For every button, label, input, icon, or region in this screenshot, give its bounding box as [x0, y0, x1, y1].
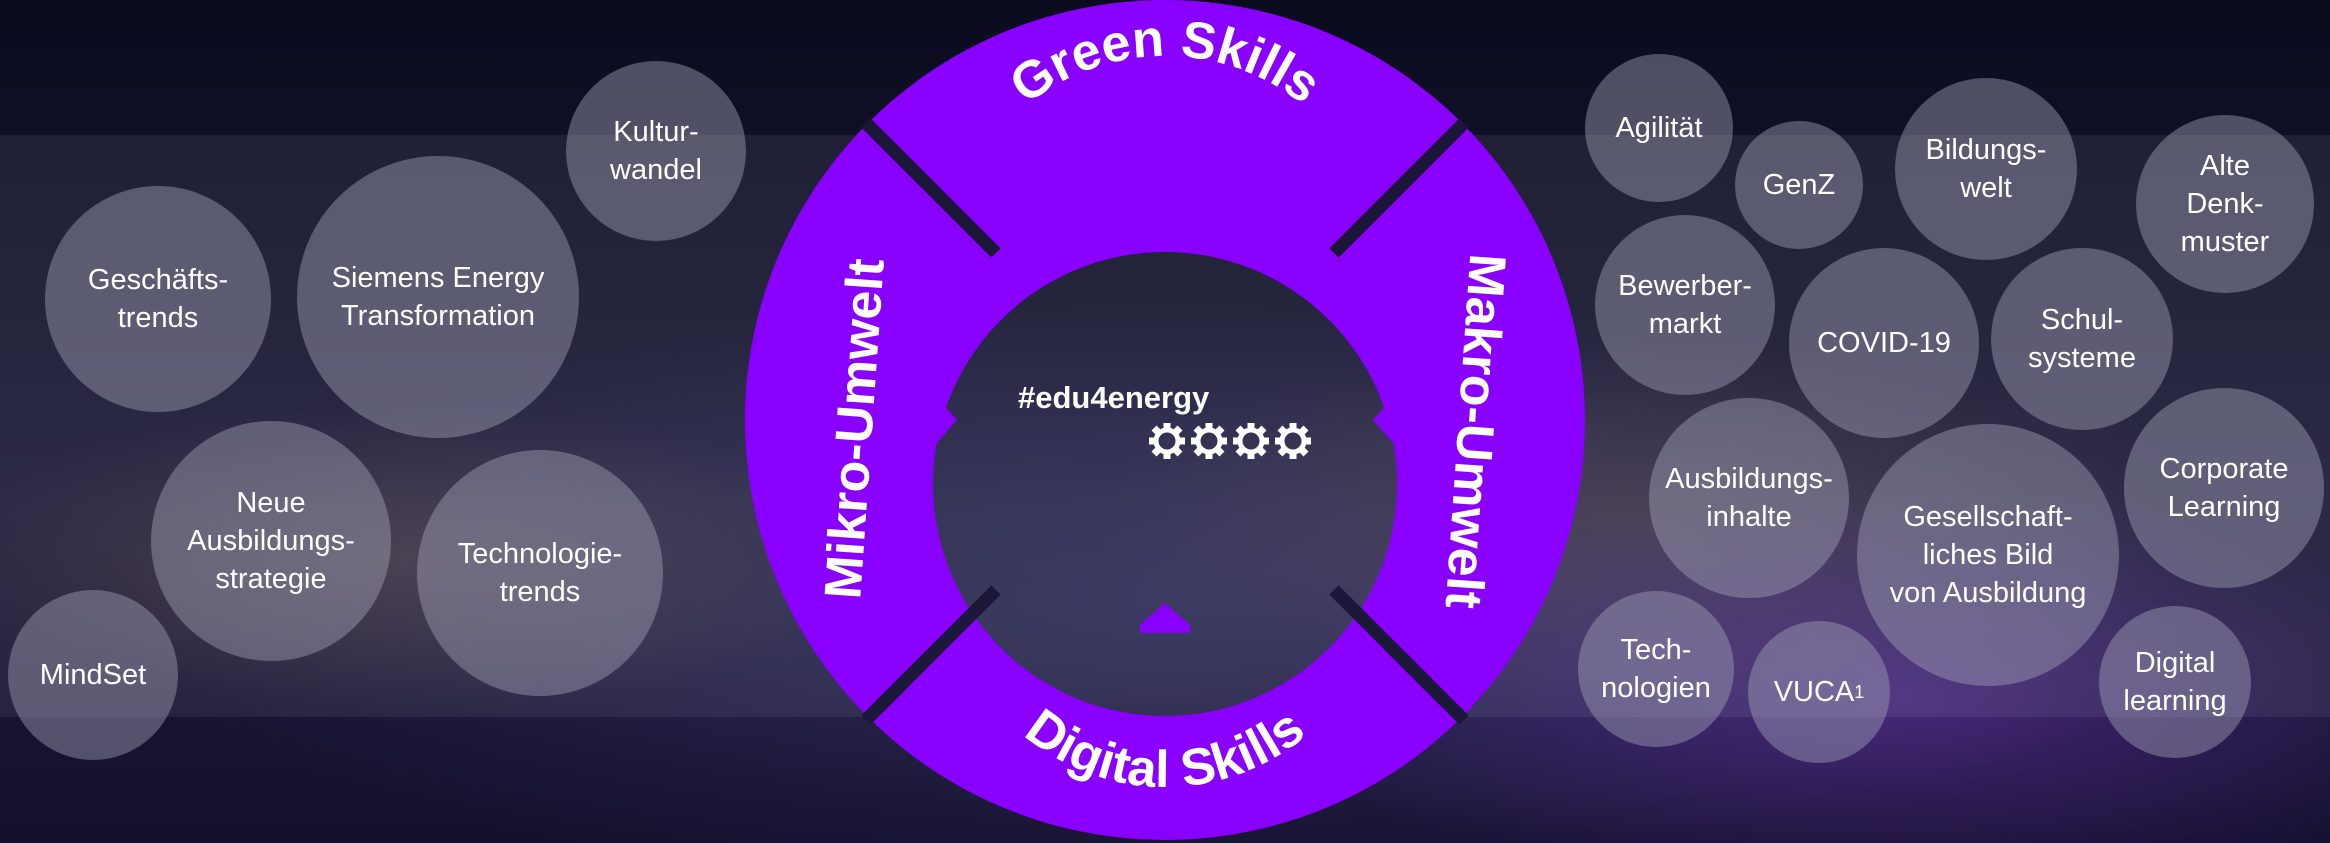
bubble-technologietrends: Technologie- trends: [417, 450, 663, 696]
separator-top-right: [1329, 118, 1469, 258]
notch-left: [925, 395, 957, 445]
separator-bottom-right: [1329, 585, 1469, 725]
bubble-agilitaet: Agilität: [1585, 54, 1733, 202]
gear-icon: [1191, 423, 1227, 459]
gear-icon: [1149, 423, 1185, 459]
bubble-kulturwandel: Kultur- wandel: [566, 61, 746, 241]
bubble-bildungswelt: Bildungs- welt: [1895, 78, 2077, 260]
bubble-genz: GenZ: [1735, 121, 1863, 249]
gear-icon: [1233, 423, 1269, 459]
bubble-mindset: MindSet: [8, 590, 178, 760]
bubble-bewerbermarkt: Bewerber- markt: [1595, 215, 1775, 395]
vuca-label: VUCA: [1773, 676, 1855, 708]
bubble-digital-learning: Digital learning: [2099, 606, 2251, 758]
bubble-siemens-energy-transformation: Siemens Energy Transformation: [297, 156, 579, 438]
separator-bottom-left: [861, 585, 1001, 725]
bubble-ausbildungsinhalte: Ausbildungs- inhalte: [1649, 398, 1849, 598]
bubble-schulsysteme: Schul- systeme: [1991, 248, 2173, 430]
bubble-corporate-learning: Corporate Learning: [2124, 388, 2324, 588]
bubble-alte-denkmuster: Alte Denk- muster: [2136, 115, 2314, 293]
bubble-covid-19: COVID-19: [1789, 248, 1979, 438]
bubble-technologien: Tech- nologien: [1578, 591, 1734, 747]
notch-top: [1140, 210, 1190, 240]
notch-bottom: [1140, 603, 1190, 633]
bubble-geschaeftstrends: Geschäfts- trends: [45, 186, 271, 412]
bubble-gesellschaftliches-bild: Gesellschaft- liches Bild von Ausbildung: [1857, 424, 2119, 686]
gears-group: [1149, 423, 1311, 459]
gear-icon: [1275, 423, 1311, 459]
bubble-neue-ausbildungsstrategie: Neue Ausbildungs- strategie: [151, 421, 391, 661]
hashtag-edu4energy: #edu4energy: [1018, 380, 1210, 415]
separator-top-left: [861, 118, 1001, 258]
notch-right: [1373, 395, 1405, 445]
